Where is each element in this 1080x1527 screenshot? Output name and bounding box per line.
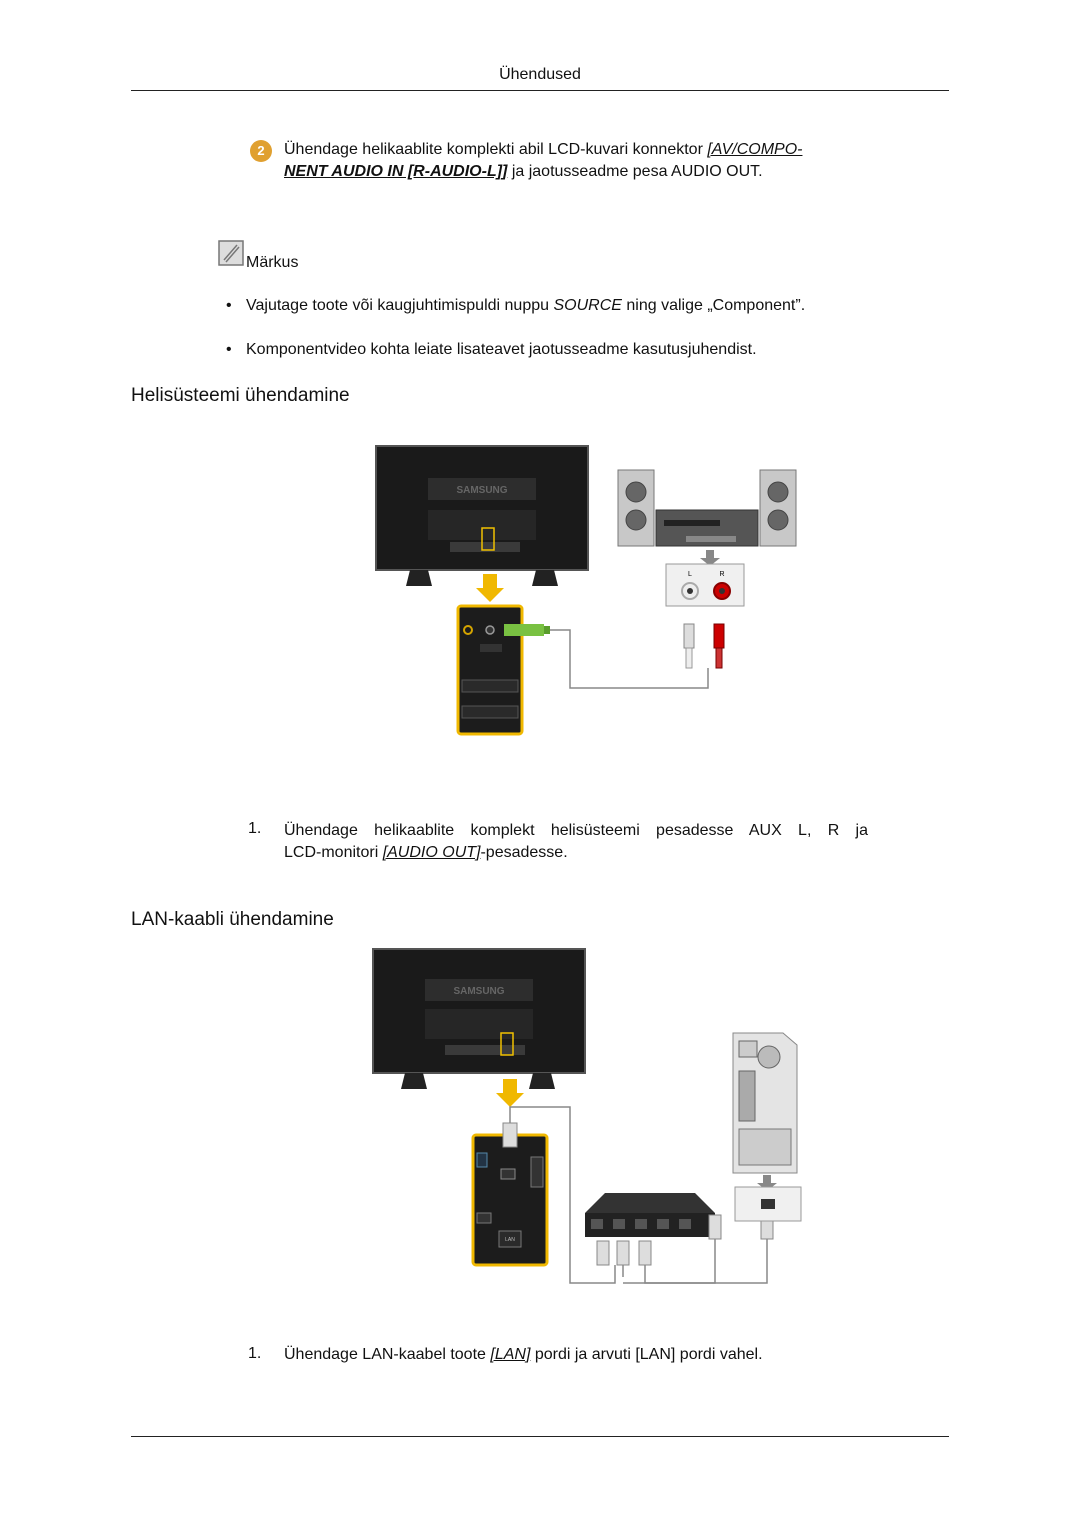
section-heading-audio: Helisüsteemi ühendamine bbox=[131, 385, 350, 406]
lan-step-text: Ühendage LAN-kaabel toote [LAN] pordi ja… bbox=[284, 1344, 763, 1366]
component-option-label: Component bbox=[712, 297, 796, 314]
lan-cable-2 bbox=[644, 1239, 716, 1284]
arrow-down-icon bbox=[476, 574, 504, 602]
audio-step-line-1: Ühendage helikaablite komplekt helisüste… bbox=[284, 822, 868, 839]
lan-panel-label: LAN bbox=[505, 1237, 515, 1243]
step-number-badge: 2 bbox=[250, 140, 272, 162]
page-header-title: Ühendused bbox=[499, 66, 581, 83]
arrow-down-icon bbox=[496, 1079, 524, 1107]
lcd-monitor-back: SAMSUNG bbox=[375, 445, 589, 586]
note-label: Märkus bbox=[246, 254, 299, 271]
connector-label-2: NENT AUDIO IN [R-AUDIO-L]] bbox=[284, 163, 508, 180]
header-divider bbox=[131, 90, 949, 91]
source-button-label: SOURCE bbox=[553, 297, 622, 314]
computer-tower bbox=[732, 1032, 798, 1174]
step2-text-2: ja jaotusseadme pesa AUDIO OUT. bbox=[507, 163, 763, 180]
step2-text-1: Ühendage helikaablite komplekti abil LCD… bbox=[284, 141, 708, 158]
note-bullet-1-text: Vajutage toote või kaugjuhtimispuldi nup… bbox=[246, 297, 554, 314]
lan-port-zoom-panel: LAN bbox=[471, 1122, 549, 1267]
audio-step-line-2-end: -pesadesse. bbox=[480, 844, 568, 861]
aux-lr-jacks: L R bbox=[665, 563, 745, 607]
ethernet-plugs bbox=[596, 1214, 774, 1266]
section-heading-lan: LAN-kaabli ühendamine bbox=[131, 909, 334, 930]
lan-connection-diagram: SAMSUNG LAN bbox=[372, 948, 802, 1284]
note-bullet-2: Komponentvideo kohta leiate lisateavet j… bbox=[246, 341, 757, 358]
arrow-down-icon bbox=[700, 550, 720, 566]
lan-step-text-2: pordi ja arvuti [LAN] pordi vahel. bbox=[530, 1346, 763, 1363]
samsung-logo-text: SAMSUNG bbox=[456, 485, 507, 496]
audio-port-zoom-panel bbox=[456, 604, 550, 736]
lcd-monitor-back: SAMSUNG bbox=[372, 948, 586, 1089]
note-bullet-1-mid: ning valige „ bbox=[621, 297, 713, 314]
lan-step-text-1: Ühendage LAN-kaabel toote bbox=[284, 1346, 491, 1363]
note-icon bbox=[218, 240, 244, 266]
step2-paragraph: Ühendage helikaablite komplekti abil LCD… bbox=[284, 139, 884, 183]
bullet-dot: • bbox=[226, 297, 232, 314]
audio-step-line-2: LCD-monitori [AUDIO OUT]-pesadesse. bbox=[284, 842, 568, 864]
audio-out-port-label: [AUDIO OUT] bbox=[382, 844, 481, 861]
lan-port-label: [LAN] bbox=[490, 1346, 531, 1363]
note-bullet-1: Vajutage toote või kaugjuhtimispuldi nup… bbox=[246, 297, 805, 315]
network-switch bbox=[585, 1193, 715, 1237]
audio-connection-diagram: SAMSUNG L R bbox=[375, 445, 797, 736]
audio-step-number: 1. bbox=[248, 820, 262, 837]
samsung-logo-text: SAMSUNG bbox=[453, 986, 504, 997]
bullet-dot: • bbox=[226, 341, 232, 358]
audio-step-line-2-text: LCD-monitori bbox=[284, 844, 383, 861]
connector-label-1: [AV/COMPO- bbox=[707, 141, 803, 158]
note-bullet-1-end: ”. bbox=[795, 297, 806, 314]
aux-right-label: R bbox=[719, 571, 724, 578]
footer-divider bbox=[131, 1436, 949, 1437]
audio-cable bbox=[550, 629, 709, 689]
lan-step-number: 1. bbox=[248, 1345, 262, 1362]
audio-system bbox=[617, 469, 797, 547]
lan-cable-3 bbox=[623, 1239, 768, 1284]
rca-plugs bbox=[683, 623, 725, 669]
lan-cable-1 bbox=[509, 1106, 616, 1284]
aux-left-label: L bbox=[688, 571, 692, 578]
